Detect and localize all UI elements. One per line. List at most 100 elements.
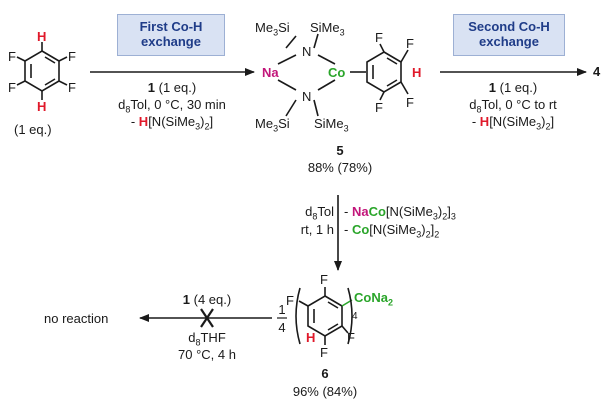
compound-6-yield: 96% (84%) <box>292 384 358 399</box>
second-exchange-line1: Second Co-H <box>468 19 550 34</box>
c6-f-bottom: F <box>320 345 328 360</box>
tetrafluorobenzene-structure <box>16 42 68 100</box>
step3-solvent-sub: 8 <box>312 211 318 222</box>
step1-solvent-prefix: d <box>118 97 126 112</box>
step3-co: Co <box>368 204 386 219</box>
step1-byproduct-sub3: 3 <box>195 121 201 132</box>
atom-h-top: H <box>37 29 47 44</box>
step3-conditions: rt, 1 h <box>300 222 334 237</box>
c5-f-top-right: F <box>406 36 414 51</box>
c5-f-top-left: F <box>375 30 383 45</box>
step3-rest1-sub2: 2 <box>442 211 448 222</box>
step1-solvent-rest: Tol, 0 °C, 30 min <box>130 97 226 112</box>
c6-conat-text: CoNa <box>354 290 388 305</box>
step2-byproduct-c: ] <box>550 114 555 129</box>
step2-reagent-eq: (1 eq.) <box>499 80 538 95</box>
step4-solvent: d8THF <box>150 330 264 351</box>
step2-solvent-rest: Tol, 0 °C to rt <box>481 97 557 112</box>
step3-solvent-rest: Tol <box>317 204 334 219</box>
step1-byproduct: - H[N(SiMe3)2] <box>90 114 254 135</box>
step3-na: Na <box>351 204 369 219</box>
step3-rest2-sub2: 2 <box>425 229 431 240</box>
first-exchange-line1: First Co-H <box>139 19 203 34</box>
first-exchange-box: First Co-H exchange <box>117 14 225 56</box>
step2-reagent-num: 1 <box>488 80 497 95</box>
step3-rest2-sub2b: 2 <box>434 229 440 240</box>
c5-sime3-bottom: SiMe3 <box>314 116 349 134</box>
step4-solvent-sub: 8 <box>195 337 201 348</box>
step2-solvent: d8Tol, 0 °C to rt <box>440 97 586 118</box>
c6-f-top: F <box>320 272 328 287</box>
step4-reagent: 1 (4 eq.) <box>150 292 264 307</box>
step4-conditions: 70 °C, 4 h <box>178 347 236 362</box>
step2-byproduct-h: H <box>479 114 490 129</box>
step1-reagent-num: 1 <box>147 80 156 95</box>
step3-rest2-a: [N(SiMe <box>369 222 417 237</box>
c6-fraction-den: 4 <box>278 320 286 335</box>
c6-conat-sub: 2 <box>387 297 393 308</box>
compound-5-number: 5 <box>336 143 344 158</box>
c5-h: H <box>412 65 422 80</box>
atom-f-top-right: F <box>68 49 76 64</box>
c6-subscript-4: 4 <box>352 311 358 322</box>
step3-rest1-a: [N(SiMe <box>385 204 433 219</box>
start-eq-label: (1 eq.) <box>14 122 52 137</box>
step3-minus1: - <box>344 204 352 219</box>
step3-rest1-b: ) <box>437 204 443 219</box>
step3-solvent-prefix: d <box>305 204 313 219</box>
no-reaction-label: no reaction <box>44 311 109 326</box>
step2-byproduct-minus: - <box>471 114 480 129</box>
step3-rest1-sub3b: 3 <box>450 211 456 222</box>
atom-f-top-left: F <box>8 49 16 64</box>
step3-solvent: d8Tol <box>300 204 334 225</box>
step3-byproduct-2: - Co[N(SiMe3)2]2 <box>344 222 439 243</box>
step1-byproduct-h: H <box>138 114 149 129</box>
step1-byproduct-b: ) <box>200 114 205 129</box>
atom-f-bottom-right: F <box>68 80 76 95</box>
step4-solvent-rest: THF <box>200 330 226 345</box>
c5-sime3-top: SiMe3 <box>310 20 345 38</box>
step3-rest2-sub3: 3 <box>416 229 422 240</box>
step2-solvent-sub: 8 <box>476 104 482 115</box>
c5-n-top: N <box>302 44 312 59</box>
step3-rest2-b: ) <box>421 222 426 237</box>
step1-solvent: d8Tol, 0 °C, 30 min <box>90 97 254 118</box>
step2-byproduct-sub2: 2 <box>545 121 551 132</box>
step2-byproduct-b: ) <box>541 114 546 129</box>
step4-reagent-eq: (4 eq.) <box>193 292 232 307</box>
no-reaction-cross <box>200 308 214 328</box>
atom-h-bottom: H <box>37 99 47 114</box>
step3-rest2-c: ] <box>430 222 435 237</box>
step1-solvent-sub: 8 <box>125 104 131 115</box>
c6-h: H <box>306 330 316 345</box>
atom-f-bottom-left: F <box>8 80 16 95</box>
step3-byproduct-1: - NaCo[N(SiMe3)2]3 <box>344 204 456 225</box>
step3-co2: Co <box>351 222 370 237</box>
step3-rest1-c: ] <box>447 204 451 219</box>
compound-6-structure <box>295 287 353 345</box>
step2-solvent-prefix: d <box>469 97 477 112</box>
compound-5-yield: 88% (78%) <box>307 160 373 175</box>
step1-byproduct-c: ] <box>209 114 214 129</box>
c5-me3si-bottom: Me3Si <box>255 116 290 134</box>
step2-reagent: 1 (1 eq.) <box>440 80 586 95</box>
c6-f-left: F <box>286 293 294 308</box>
second-exchange-box: Second Co-H exchange <box>453 14 565 56</box>
compound-5-structure <box>277 33 409 117</box>
step1-byproduct-minus: - <box>130 114 139 129</box>
step1-byproduct-a: [N(SiMe <box>148 114 196 129</box>
step4-reagent-num: 1 <box>182 292 191 307</box>
first-exchange-line2: exchange <box>141 34 201 49</box>
c6-conat: CoNa2 <box>354 290 393 311</box>
compound-6-number: 6 <box>321 366 329 381</box>
c5-n-bottom: N <box>302 89 312 104</box>
c5-co: Co <box>328 65 346 80</box>
step3-rest1-sub3: 3 <box>432 211 438 222</box>
step1-reagent-eq: (1 eq.) <box>158 80 197 95</box>
step4-solvent-prefix: d <box>188 330 196 345</box>
c5-na: Na <box>262 65 279 80</box>
c5-me3si-top: Me3Si <box>255 20 290 38</box>
c6-fraction-num: 1 <box>278 302 286 317</box>
